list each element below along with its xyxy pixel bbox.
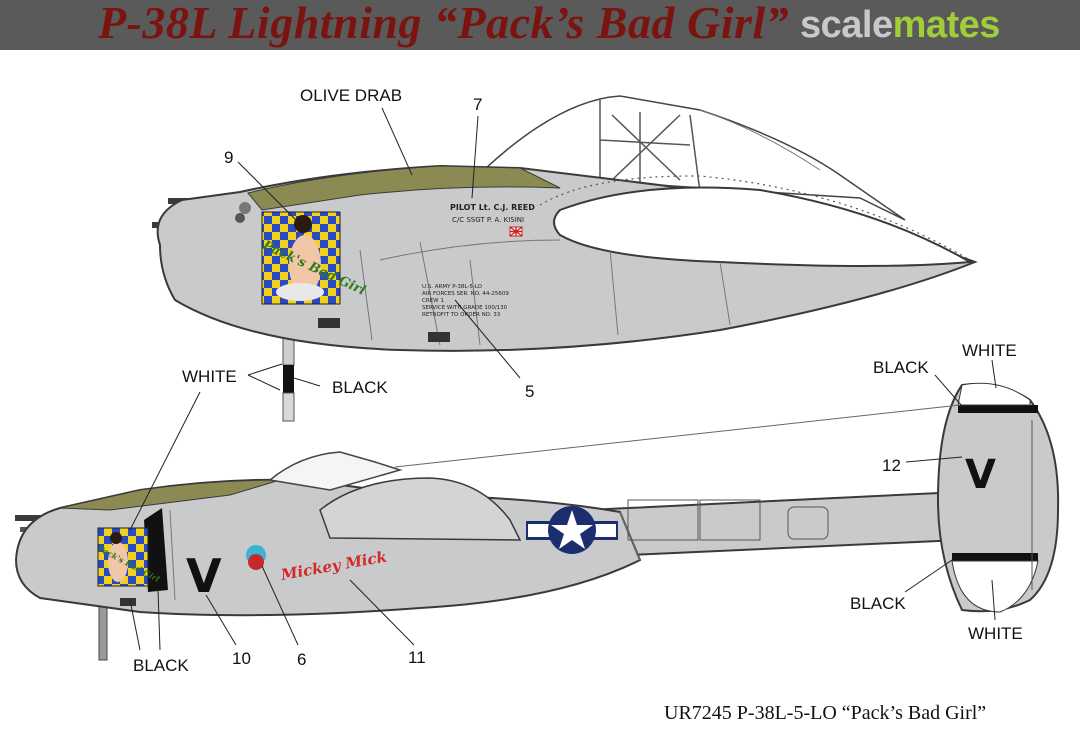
mickey-emblem xyxy=(246,545,266,570)
wing-root-cutout xyxy=(553,186,974,267)
tail-letter-marking: V xyxy=(965,452,996,498)
tail-black-band-top xyxy=(958,405,1038,413)
tail-black-label-top: BLACK xyxy=(873,358,929,377)
fuselage-letter-marking: V xyxy=(186,549,222,603)
nose-gear xyxy=(282,334,295,422)
tail-black-label-bottom: BLACK xyxy=(850,594,906,613)
crew-chief-marking: C/C SSGT P. A. KISINI xyxy=(452,216,524,224)
watermark-part1: scale xyxy=(800,4,893,46)
title-banner: P-38L Lightning “Pack’s Bad Girl” scalem… xyxy=(0,0,1080,50)
callout-10: 10 xyxy=(232,649,251,668)
stencil-line: AIR FORCES SER. NO. 44-25609 xyxy=(422,291,509,297)
olive-drab-panel xyxy=(247,165,561,211)
tail-white-label-bottom: WHITE xyxy=(968,624,1023,643)
watermark-logo: scalemates xyxy=(800,4,1000,47)
page-title: P-38L Lightning “Pack’s Bad Girl” xyxy=(98,0,790,48)
tail-white-label-top: WHITE xyxy=(962,341,1017,360)
olive-drab-label: OLIVE DRAB xyxy=(300,86,403,105)
callout-12: 12 xyxy=(882,456,901,475)
lower-aircraft-profile xyxy=(14,382,1060,661)
callout-5: 5 xyxy=(525,382,535,401)
national-insignia xyxy=(526,506,618,554)
gear-black-label: BLACK xyxy=(332,378,388,397)
leader-lines xyxy=(129,107,997,651)
callout-11: 11 xyxy=(408,648,426,667)
tail-black-band-bottom xyxy=(952,553,1038,561)
product-caption: UR7245 P-38L-5-LO “Pack’s Bad Girl” xyxy=(664,702,987,724)
watermark-part2: mates xyxy=(892,4,1001,46)
profile-drawing: Pack's Bad Girl PILOT Lt. C.J. REED C/C … xyxy=(14,95,1060,661)
gear-white-label: WHITE xyxy=(182,367,237,386)
stencil-line: CREW 1 xyxy=(422,298,444,304)
stencil-line: SERVICE WITH GRADE 100/130 xyxy=(422,305,508,311)
callout-7: 7 xyxy=(473,95,483,114)
nose-black-label: BLACK xyxy=(133,656,189,675)
pilot-name-marking: PILOT Lt. C.J. REED xyxy=(450,203,535,212)
nose-black-panel xyxy=(144,508,168,592)
stencil-line: U.S. ARMY P-38L-5-LO xyxy=(422,284,483,290)
stencil-block: U.S. ARMY P-38L-5-LO AIR FORCES SER. NO.… xyxy=(422,284,509,318)
nose-art-upper xyxy=(261,211,341,305)
upper-gondola-profile xyxy=(152,95,978,422)
stencil-line: RETROFIT TO ORDER NO. 33 xyxy=(422,312,501,318)
lower-canopy xyxy=(268,451,403,491)
callout-6: 6 xyxy=(297,650,307,669)
nose-art-lower xyxy=(97,527,149,587)
callout-9: 9 xyxy=(224,148,234,167)
